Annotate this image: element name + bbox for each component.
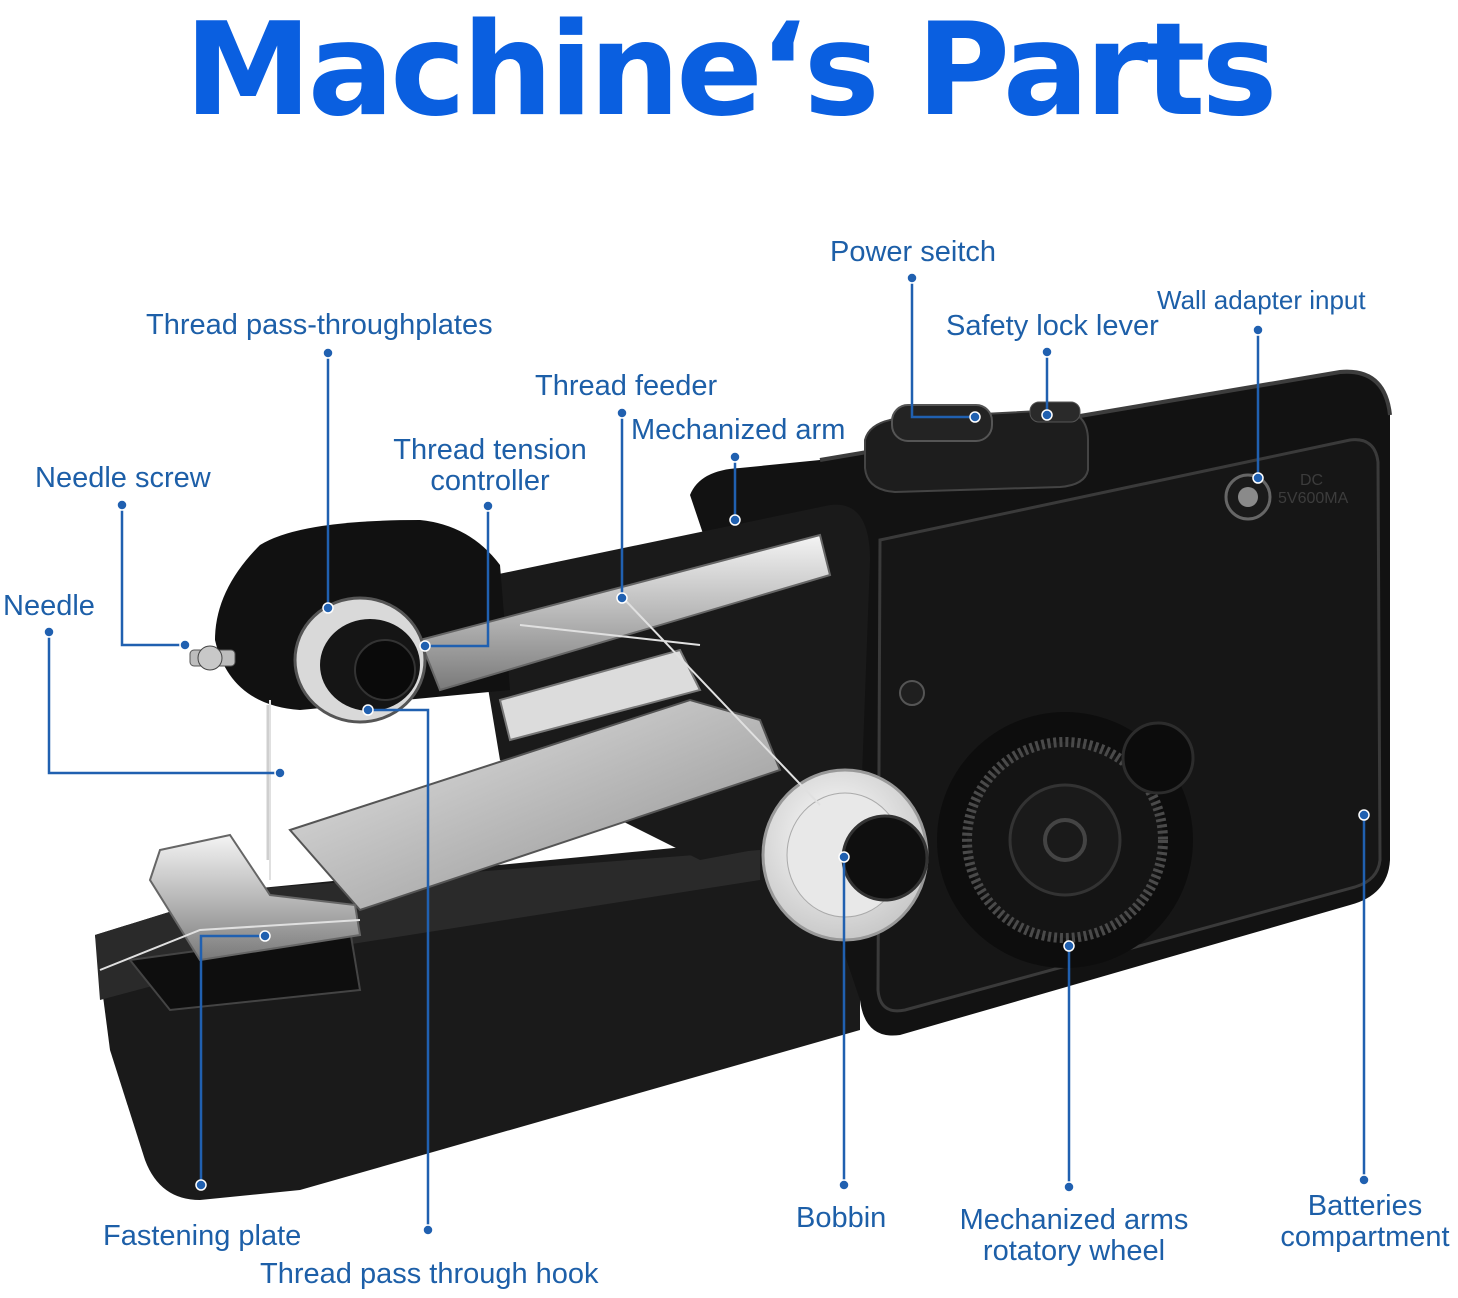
- label-mechanized-arm: Mechanized arm: [631, 414, 846, 446]
- switch-housing: [864, 401, 1089, 494]
- label-wheel-line1: Mechanized arms: [959, 1204, 1189, 1236]
- rotatory-wheel: [937, 712, 1193, 968]
- label-power-switch: Power seitch: [830, 236, 997, 268]
- label-batteries-line1: Batteries: [1307, 1190, 1423, 1222]
- label-thread-tension-controller: Thread tension controller: [390, 435, 590, 497]
- box-screw: [899, 680, 925, 706]
- label-safety-lock-lever: Safety lock lever: [946, 310, 1159, 342]
- needle-screw: [189, 645, 236, 671]
- label-thread-pass-through-plates: Thread pass-throughplates: [146, 309, 493, 341]
- marking-line1: DC: [1300, 472, 1323, 489]
- label-batteries-compartment: Batteries compartment: [1272, 1191, 1458, 1253]
- thread: [99, 599, 821, 971]
- tension-dial: [293, 596, 427, 724]
- page-title: Machine‘s Parts: [184, 0, 1277, 145]
- upper-arm-chrome: [418, 533, 832, 692]
- small-knob: [1121, 721, 1195, 795]
- leader-lines: [47, 278, 1366, 1230]
- label-needle-screw: Needle screw: [35, 462, 211, 494]
- label-wheel-line2: rotatory wheel: [982, 1235, 1166, 1267]
- machine-body: DC 5V600MA: [95, 369, 1392, 1200]
- label-bobbin: Bobbin: [796, 1202, 887, 1234]
- label-thread-feeder: Thread feeder: [535, 370, 718, 402]
- leader-dots: [43, 272, 1370, 1236]
- label-tension-line2: controller: [430, 465, 550, 497]
- label-rotatory-wheel: Mechanized arms rotatory wheel: [955, 1205, 1193, 1267]
- lower-arm-chrome: [288, 698, 782, 912]
- label-tension-line1: Thread tension: [393, 434, 587, 466]
- label-fastening-plate: Fastening plate: [103, 1220, 302, 1252]
- label-batteries-line2: compartment: [1280, 1221, 1450, 1253]
- marking-line2: 5V600MA: [1278, 490, 1349, 507]
- label-wall-adapter-input: Wall adapter input: [1157, 285, 1366, 315]
- adapter-jack: DC 5V600MA: [1224, 472, 1349, 521]
- label-needle: Needle: [3, 590, 95, 622]
- label-thread-pass-through-hook: Thread pass through hook: [260, 1258, 599, 1290]
